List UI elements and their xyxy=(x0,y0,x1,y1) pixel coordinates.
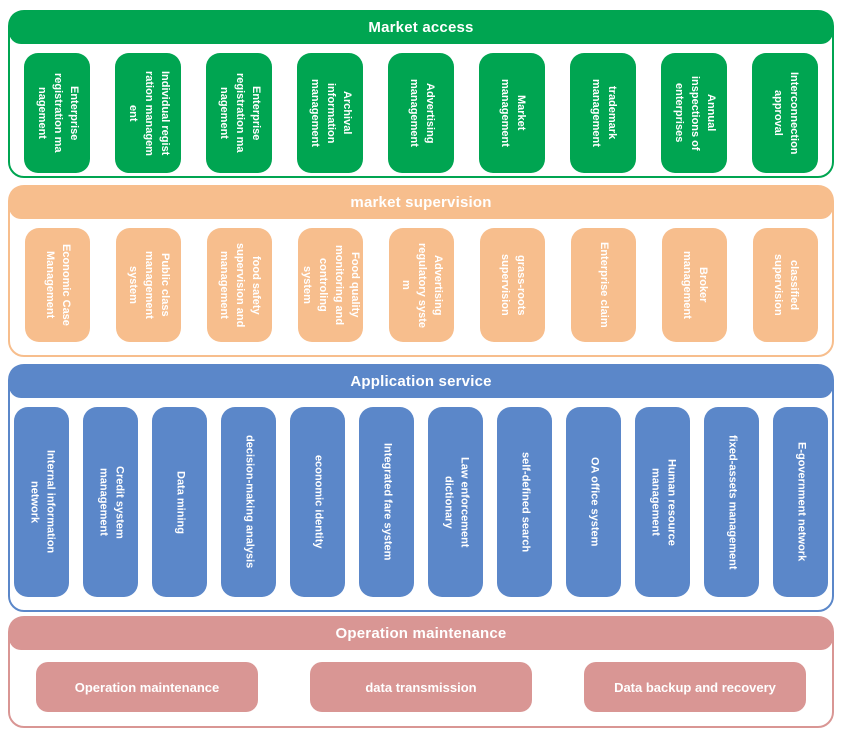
market-access-body: Enterprise registration ma nagement Indi… xyxy=(10,44,832,173)
application-service-item-label: economic identity xyxy=(312,455,325,549)
market-access-item-label: trademark management xyxy=(590,79,618,147)
operation-maintenance-item: data transmission xyxy=(310,662,532,712)
application-service-item-label: Law enforcement dictionary xyxy=(442,456,471,548)
market-access-item-label: Advertising management xyxy=(408,79,436,147)
market-supervision-item-label: Enterprise claim xyxy=(597,242,610,328)
market-access-item: Enterprise registration ma nagement xyxy=(206,53,272,173)
application-service-item-label: Integrated fare system xyxy=(381,443,394,561)
market-access-item-label: Individual regist ration managem ent xyxy=(127,70,171,156)
market-access-item-label: Archival information management xyxy=(309,79,353,147)
market-supervision-item-label: Food quality monitoring and controling s… xyxy=(301,244,361,326)
application-service-item: OA office system xyxy=(566,407,621,597)
market-supervision-item-label: Broker management xyxy=(681,251,709,319)
market-access-item: Annual inspections of enterprises xyxy=(661,53,727,173)
application-service-item: Integrated fare system xyxy=(359,407,414,597)
operation-maintenance-header: Operation maintenance xyxy=(9,617,833,650)
application-service-item-label: OA office system xyxy=(588,457,601,547)
market-access-item-label: Enterprise registration ma nagement xyxy=(36,73,80,153)
market-supervision-item: Economic Case Management xyxy=(24,228,90,342)
market-supervision-item: food safety supervision and management xyxy=(206,228,272,342)
application-service-item: Human resource management xyxy=(635,407,690,597)
market-access-item-label: Market management xyxy=(499,79,527,147)
application-service-body: Internal information network Credit syst… xyxy=(10,398,832,597)
operation-maintenance-body: Operation maintenance data transmission … xyxy=(10,650,832,712)
market-supervision-item: grass-roots supervision xyxy=(479,228,545,342)
market-supervision-item: Enterprise claim xyxy=(570,228,636,342)
application-service-item-label: fixed-assets management xyxy=(726,434,739,570)
application-service-item-label: self-defined search xyxy=(519,451,532,553)
market-supervision-item: Public class management system xyxy=(115,228,181,342)
operation-maintenance-section: Operation maintenance Operation maintena… xyxy=(8,616,834,728)
market-supervision-item: Advertising regulatory syste m xyxy=(388,228,454,342)
market-access-item-label: Annual inspections of enterprises xyxy=(673,75,717,151)
application-service-item-label: Human resource management xyxy=(649,458,678,546)
market-access-item: Archival information management xyxy=(297,53,363,173)
application-service-item-label: E-government network xyxy=(795,442,808,562)
market-access-item: Individual regist ration managem ent xyxy=(115,53,181,173)
market-supervision-header: market supervision xyxy=(9,186,833,219)
market-access-section: Market access Enterprise registration ma… xyxy=(8,10,834,178)
market-supervision-item: Food quality monitoring and controling s… xyxy=(297,228,363,342)
application-service-item: decision-making analysis xyxy=(221,407,276,597)
market-supervision-item-label: classified supervision xyxy=(772,254,800,316)
market-supervision-item-label: Advertising regulatory syste m xyxy=(400,242,444,328)
application-service-item-label: Credit system management xyxy=(97,465,126,539)
market-access-item-label: Interconnection approval xyxy=(772,71,800,155)
application-service-item: Internal information network xyxy=(14,407,69,597)
application-service-item-label: Data mining xyxy=(174,470,187,534)
application-service-item-label: Internal information network xyxy=(28,450,57,554)
operation-maintenance-item: Operation maintenance xyxy=(36,662,258,712)
market-supervision-item-label: grass-roots supervision xyxy=(499,254,527,316)
market-access-item: Enterprise registration ma nagement xyxy=(24,53,90,173)
application-service-header: Application service xyxy=(9,365,833,398)
application-service-item-label: decision-making analysis xyxy=(243,435,256,569)
market-access-header: Market access xyxy=(9,11,833,44)
market-access-item: trademark management xyxy=(570,53,636,173)
application-service-item: Credit system management xyxy=(83,407,138,597)
application-service-item: fixed-assets management xyxy=(704,407,759,597)
application-service-item: self-defined search xyxy=(497,407,552,597)
market-access-item: Market management xyxy=(479,53,545,173)
application-service-item: Law enforcement dictionary xyxy=(428,407,483,597)
application-service-item: Data mining xyxy=(152,407,207,597)
application-service-item: E-government network xyxy=(773,407,828,597)
application-service-section: Application service Internal information… xyxy=(8,364,834,612)
market-supervision-item-label: food safety supervision and management xyxy=(218,242,262,328)
market-supervision-body: Economic Case Management Public class ma… xyxy=(10,219,832,342)
market-supervision-item-label: Public class management system xyxy=(127,251,171,319)
market-supervision-item: classified supervision xyxy=(752,228,818,342)
market-access-item: Interconnection approval xyxy=(752,53,818,173)
application-service-item: economic identity xyxy=(290,407,345,597)
market-supervision-item: Broker management xyxy=(661,228,727,342)
market-access-item-label: Enterprise registration ma nagement xyxy=(218,73,262,153)
market-access-item: Advertising management xyxy=(388,53,454,173)
operation-maintenance-item: Data backup and recovery xyxy=(584,662,806,712)
market-supervision-item-label: Economic Case Management xyxy=(44,244,72,326)
market-supervision-section: market supervision Economic Case Managem… xyxy=(8,185,834,357)
